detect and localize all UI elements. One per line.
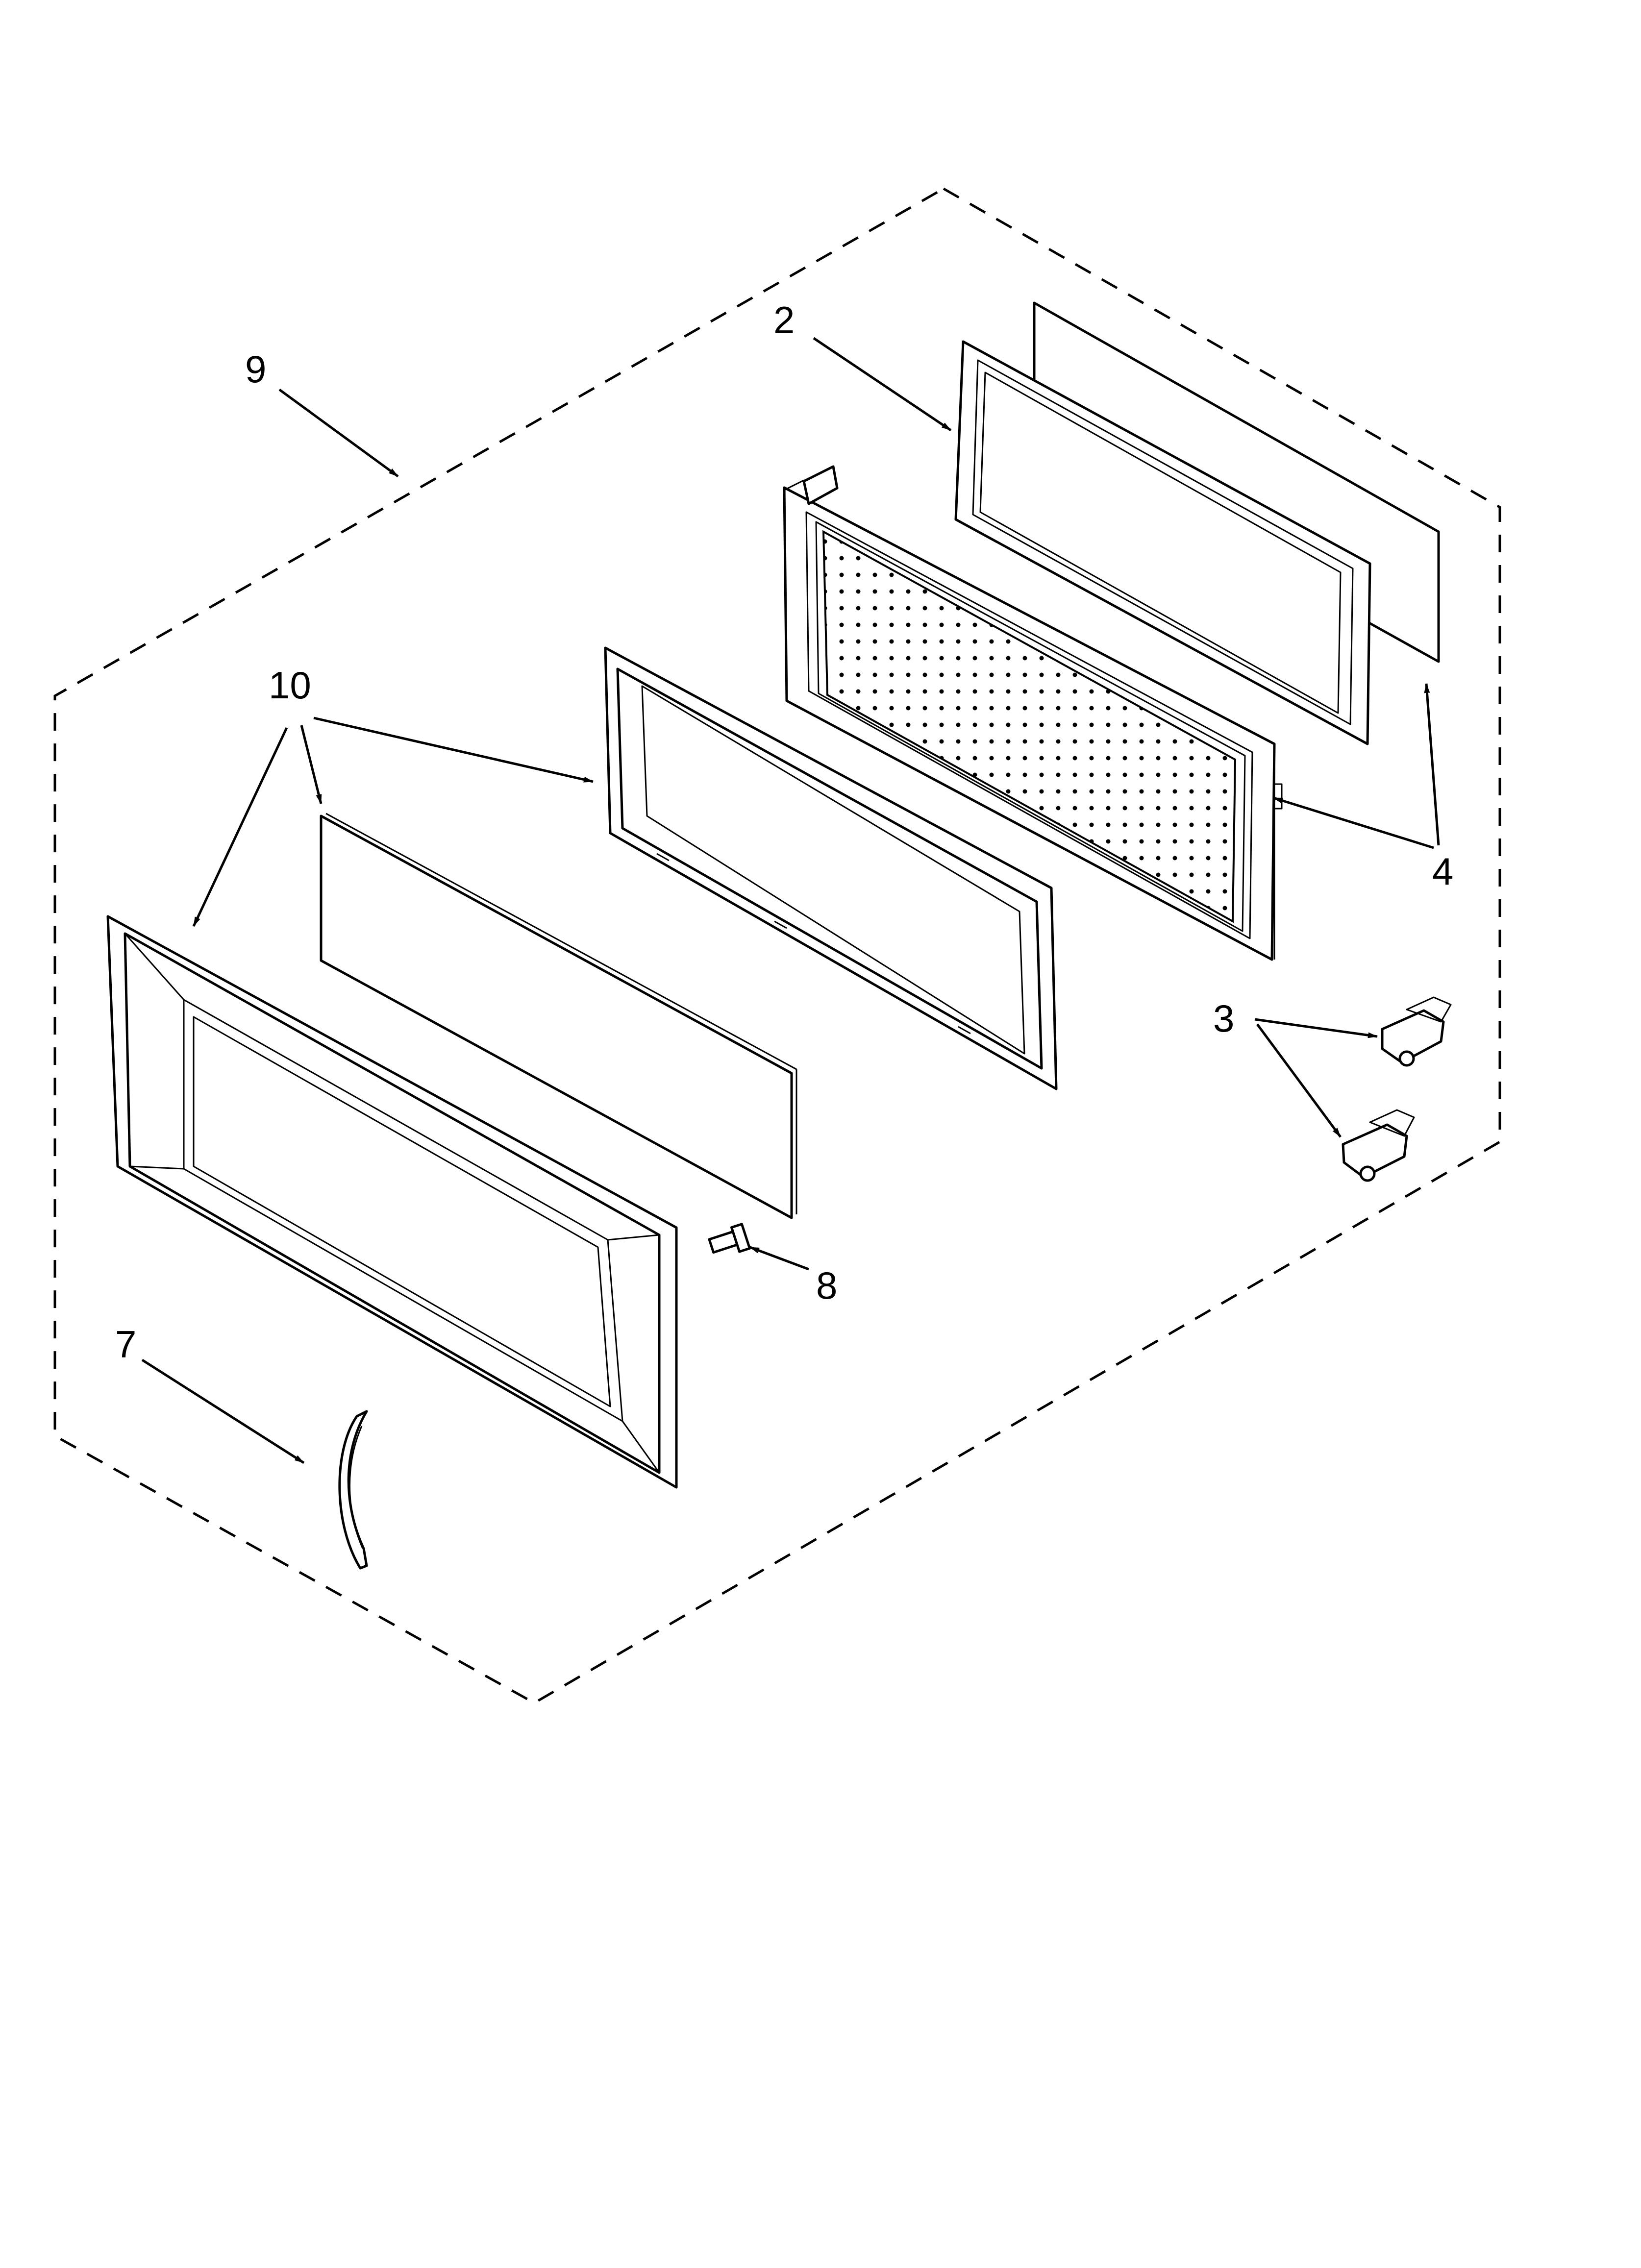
leader-10c	[192, 727, 288, 927]
callout-7: 7	[115, 1323, 136, 1366]
door-glass-panel	[320, 813, 797, 1219]
door-trim-frame	[604, 646, 1058, 1090]
leader-4b	[1273, 796, 1434, 849]
callout-2: 2	[773, 298, 795, 342]
leader-3a	[1254, 1018, 1378, 1038]
door-choke	[954, 340, 1371, 745]
callout-10: 10	[269, 664, 311, 707]
callout-4: 4	[1432, 850, 1453, 893]
callout-8: 8	[816, 1264, 837, 1307]
outer-door-frame	[106, 915, 678, 1489]
callout-9: 9	[245, 347, 266, 391]
leader-10b	[300, 725, 323, 804]
leader-8	[749, 1246, 809, 1271]
hinge-brackets	[1342, 996, 1452, 1182]
leader-10a	[313, 716, 594, 783]
leader-2	[813, 337, 952, 432]
screw	[708, 1223, 751, 1254]
callout-3: 3	[1213, 997, 1234, 1040]
inner-door-panel	[783, 465, 1283, 961]
leader-4a	[1424, 683, 1440, 846]
leader-7	[141, 1358, 305, 1464]
door-assembly-boundary	[53, 187, 1501, 1704]
hinge-bracket-upper	[1381, 996, 1452, 1067]
hinge-bracket-lower	[1342, 1109, 1415, 1182]
leader-9	[278, 388, 399, 478]
leader-3b	[1256, 1023, 1342, 1138]
door-handle	[338, 1410, 368, 1570]
